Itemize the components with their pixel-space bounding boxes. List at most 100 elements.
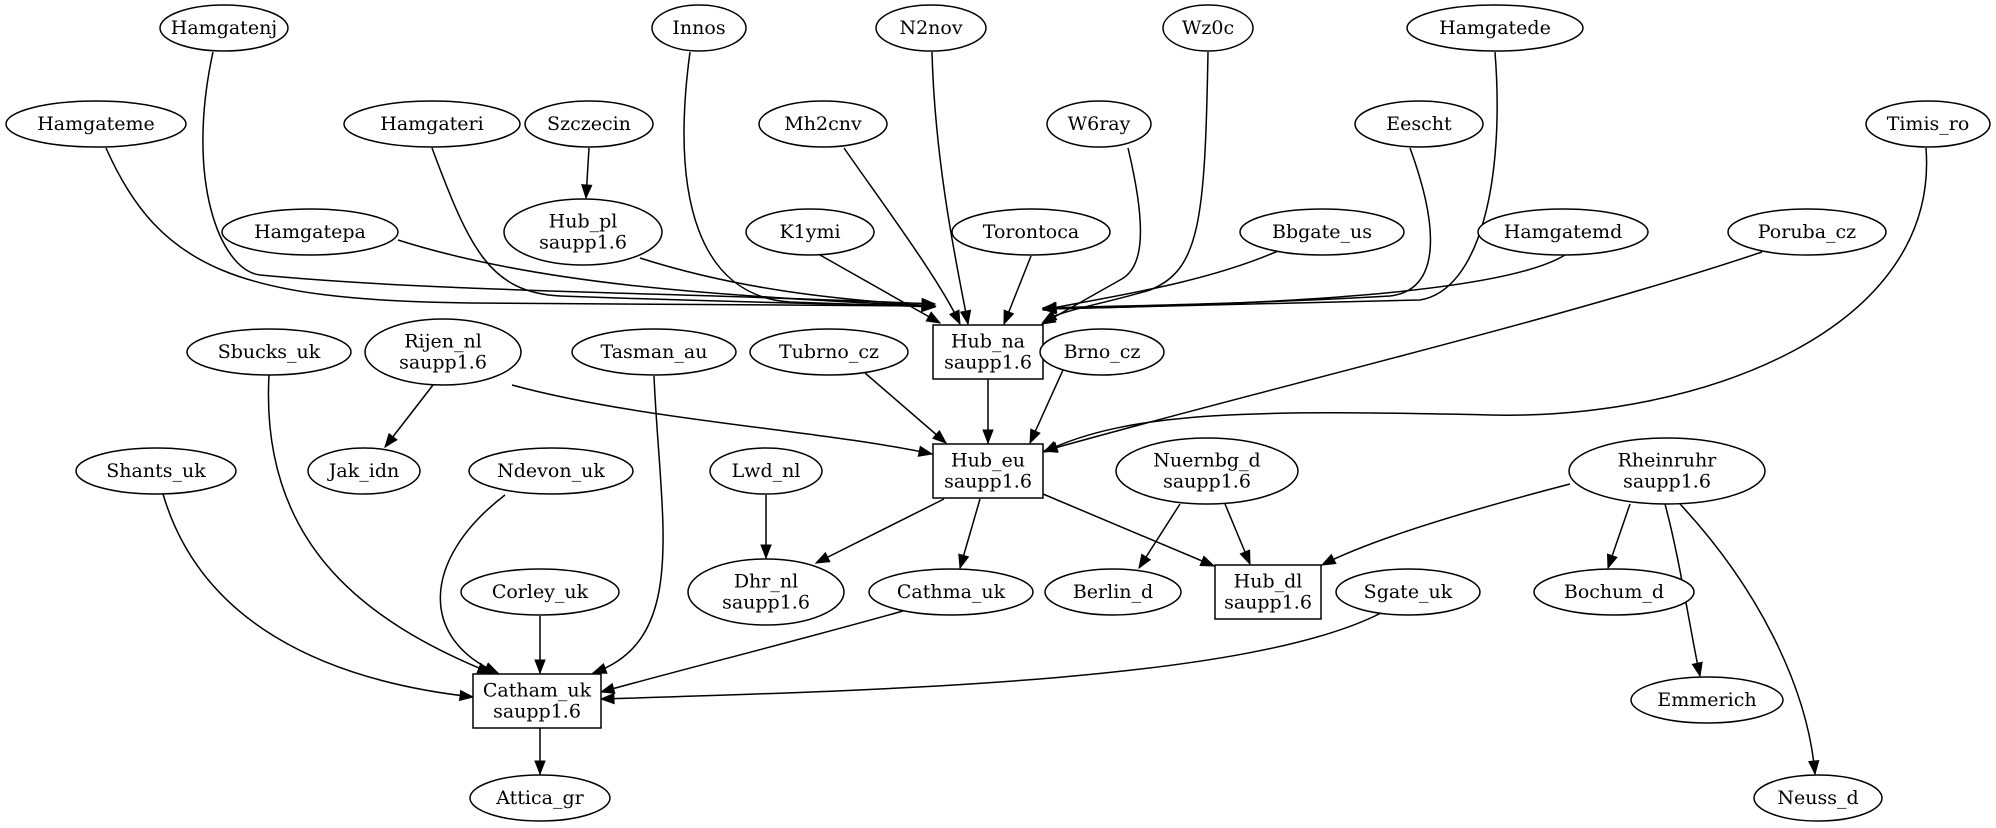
edge-line bbox=[931, 51, 969, 325]
edge-tasman_au-to-catham_uk bbox=[591, 375, 664, 674]
node-ellipse bbox=[5, 100, 187, 148]
node-ellipse bbox=[469, 774, 611, 822]
arrowhead bbox=[949, 309, 961, 326]
node-tubrno_cz: Tubrno_cz bbox=[749, 328, 909, 376]
edge-catham_uk-to-attica_gr bbox=[534, 728, 546, 776]
node-ellipse bbox=[875, 4, 987, 52]
edge-rijen_nl-to-hub_eu bbox=[511, 384, 934, 457]
node-ellipse bbox=[1044, 568, 1182, 616]
edge-rheinruhr-to-hub_dl bbox=[1320, 483, 1571, 566]
edge-line bbox=[202, 51, 936, 305]
node-label: Bochum_d bbox=[1564, 581, 1664, 603]
node-ellipse bbox=[1753, 774, 1883, 822]
edge-line bbox=[105, 147, 936, 307]
edge-ndevon_uk-to-catham_uk bbox=[439, 494, 506, 674]
arrowhead bbox=[581, 184, 593, 200]
arrowhead bbox=[1691, 661, 1703, 678]
node-ellipse bbox=[1477, 208, 1649, 256]
arrowhead bbox=[458, 689, 475, 702]
node-ellipse bbox=[651, 4, 747, 52]
arrowhead bbox=[1041, 310, 1058, 323]
arrowhead bbox=[534, 760, 546, 776]
arrowhead bbox=[1042, 441, 1059, 453]
arrowhead bbox=[959, 309, 972, 326]
node-ellipse bbox=[1568, 437, 1766, 505]
node-ellipse bbox=[1533, 568, 1695, 616]
edge-hamgatenj-to-hub_na bbox=[202, 51, 937, 310]
node-label: Torontoca bbox=[983, 221, 1079, 243]
edge-line bbox=[397, 239, 936, 307]
edge-sbucks_uk-to-catham_uk bbox=[267, 374, 493, 674]
arrowhead bbox=[534, 659, 546, 675]
arrowhead bbox=[1606, 553, 1618, 570]
node-ellipse bbox=[1335, 568, 1481, 616]
edge-sgate_uk-to-catham_uk bbox=[599, 612, 1382, 705]
node-label: Wz0c bbox=[1182, 17, 1234, 39]
edge-line bbox=[1042, 250, 1279, 311]
edge-hub_na-to-hub_eu bbox=[982, 379, 994, 445]
node-k1ymi: K1ymi bbox=[745, 208, 875, 256]
node-ellipse bbox=[343, 100, 521, 148]
node-label: Catham_uk bbox=[483, 680, 592, 702]
node-ellipse bbox=[159, 4, 289, 52]
node-box bbox=[1214, 564, 1322, 620]
node-n2nov: N2nov bbox=[875, 4, 987, 52]
node-hamgateme: Hamgateme bbox=[5, 100, 187, 148]
arrowhead bbox=[1029, 428, 1041, 445]
node-ellipse bbox=[1865, 100, 1991, 148]
edge-line bbox=[843, 147, 961, 325]
arrowhead bbox=[483, 662, 500, 674]
edge-hamgatede-to-hub_na bbox=[1041, 51, 1498, 315]
edge-innos-to-hub_na bbox=[683, 51, 937, 313]
edge-rheinruhr-to-neuss_d bbox=[1679, 503, 1820, 776]
node-ellipse bbox=[951, 208, 1111, 256]
node-ellipse bbox=[571, 328, 737, 376]
edge-szczecin-to-hub_pl bbox=[581, 147, 593, 200]
node-ellipse bbox=[749, 328, 909, 376]
node-w6ray: W6ray bbox=[1046, 100, 1152, 148]
node-label: Poruba_cz bbox=[1758, 221, 1856, 243]
node-corley_uk: Corley_uk bbox=[460, 568, 620, 616]
node-ellipse bbox=[1630, 676, 1784, 724]
node-hamgatemd: Hamgatemd bbox=[1477, 208, 1649, 256]
node-label: Bbgate_us bbox=[1272, 221, 1372, 243]
edge-line bbox=[683, 51, 936, 308]
node-ellipse bbox=[221, 208, 399, 256]
edge-n2nov-to-hub_na bbox=[931, 51, 972, 326]
edge-line bbox=[1043, 147, 1928, 453]
node-label: Hamgatepa bbox=[254, 221, 366, 243]
node-cathma_uk: Cathma_uk bbox=[868, 568, 1034, 616]
node-box bbox=[472, 673, 602, 729]
node-ellipse bbox=[1162, 4, 1254, 52]
edges-layer bbox=[105, 51, 1928, 776]
edge-wz0c-to-hub_na bbox=[1041, 51, 1209, 323]
edge-line bbox=[1042, 254, 1566, 310]
edge-line bbox=[600, 612, 1382, 700]
arrowhead bbox=[1041, 303, 1057, 315]
node-label: Lwd_nl bbox=[732, 460, 801, 482]
node-innos: Innos bbox=[651, 4, 747, 52]
arrowhead bbox=[599, 682, 616, 694]
edge-line bbox=[1321, 483, 1571, 566]
node-ellipse bbox=[1115, 437, 1299, 505]
node-poruba_cz: Poruba_cz bbox=[1727, 208, 1887, 256]
edge-hamgatemd-to-hub_na bbox=[1041, 254, 1566, 315]
edge-line bbox=[1043, 251, 1763, 452]
node-sbucks_uk: Sbucks_uk bbox=[186, 328, 352, 376]
node-ellipse bbox=[709, 447, 823, 495]
arrowhead bbox=[958, 553, 970, 570]
edge-line bbox=[511, 384, 933, 455]
node-label: Timis_ro bbox=[1887, 113, 1970, 135]
node-eescht: Eescht bbox=[1354, 100, 1484, 148]
edge-line bbox=[600, 610, 904, 693]
edge-timis_ro-to-hub_eu bbox=[1042, 147, 1928, 453]
node-ellipse bbox=[468, 447, 634, 495]
node-jak_idn: Jak_idn bbox=[307, 447, 421, 495]
node-label: Rijen_nl bbox=[404, 331, 482, 353]
node-box bbox=[932, 443, 1044, 499]
